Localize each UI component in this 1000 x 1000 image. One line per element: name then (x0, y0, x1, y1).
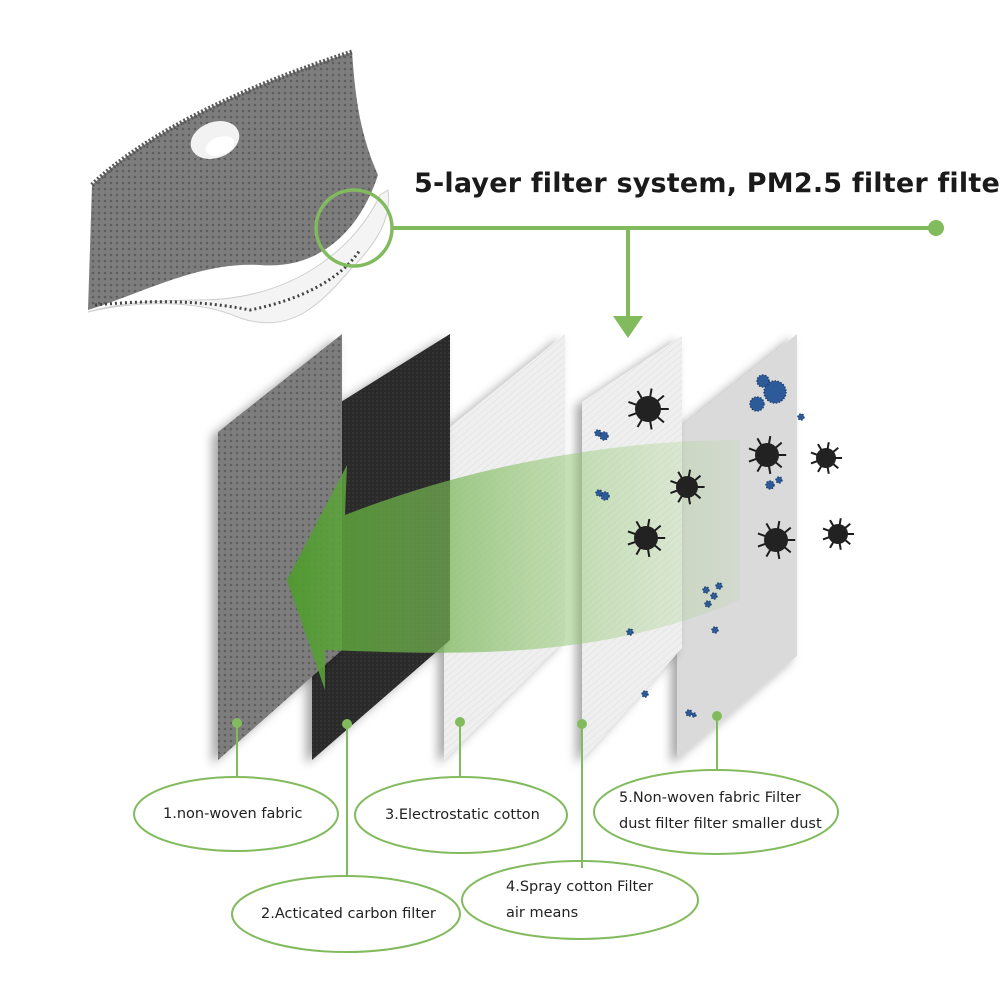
virus-icon (763, 380, 787, 404)
virus-icon (765, 480, 775, 490)
callout-connector (314, 188, 944, 338)
virus-icon (756, 374, 770, 388)
pollutant-particle-icon (748, 435, 787, 475)
layer-4-label: 4.Spray cotton Filter air means (506, 874, 653, 926)
layer-1-label: 1.non-woven fabric (163, 806, 303, 822)
virus-icon (599, 431, 609, 441)
layer-5-label: 5.Non-woven fabric Filter dust filter fi… (619, 785, 822, 837)
virus-icon (702, 586, 710, 594)
virus-icon (626, 628, 634, 636)
layer-4-label-line1: 4.Spray cotton Filter (506, 879, 654, 895)
layer-2-label: 2.Acticated carbon filter (261, 906, 436, 922)
airflow-arrow-icon (287, 440, 740, 690)
virus-icon (685, 709, 693, 717)
pollutant-particle-icon (627, 518, 666, 558)
layer-4-label-line2: air means (506, 905, 579, 921)
virus-icon (594, 429, 602, 437)
layer-leaders (232, 711, 722, 876)
virus-icon (641, 690, 649, 698)
mask-filter-pad-image (87, 49, 390, 324)
layer-1-sheet (218, 334, 342, 760)
layer-5-label-line1: 5.Non-woven fabric Filter (619, 790, 801, 806)
virus-icon (691, 712, 697, 718)
pollutant-particle-icon (810, 442, 842, 474)
layer-5-label-line2: dust filter filter smaller dust (619, 816, 822, 832)
pollutant-particle-icon (670, 469, 705, 505)
virus-icon (595, 489, 603, 497)
virus-icon (797, 413, 805, 421)
down-arrow-icon (613, 316, 643, 338)
virus-icon (775, 476, 783, 484)
virus-icon (710, 592, 718, 600)
label-ellipses (133, 769, 839, 953)
virus-icon (715, 582, 723, 590)
pollutant-particle-icon (628, 388, 669, 430)
page-title: 5-layer filter system, PM2.5 filter filt… (414, 168, 1000, 199)
pollutant-particle-icon (822, 518, 854, 550)
callout-end-dot (928, 220, 944, 236)
virus-particles (594, 374, 805, 718)
layer-3-label: 3.Electrostatic cotton (385, 807, 540, 823)
virus-icon (704, 600, 712, 608)
virus-icon (600, 491, 610, 501)
pollutant-particle-icon (757, 520, 796, 560)
virus-icon (711, 626, 719, 634)
virus-icon (749, 396, 765, 412)
pollutant-particles (627, 388, 854, 560)
